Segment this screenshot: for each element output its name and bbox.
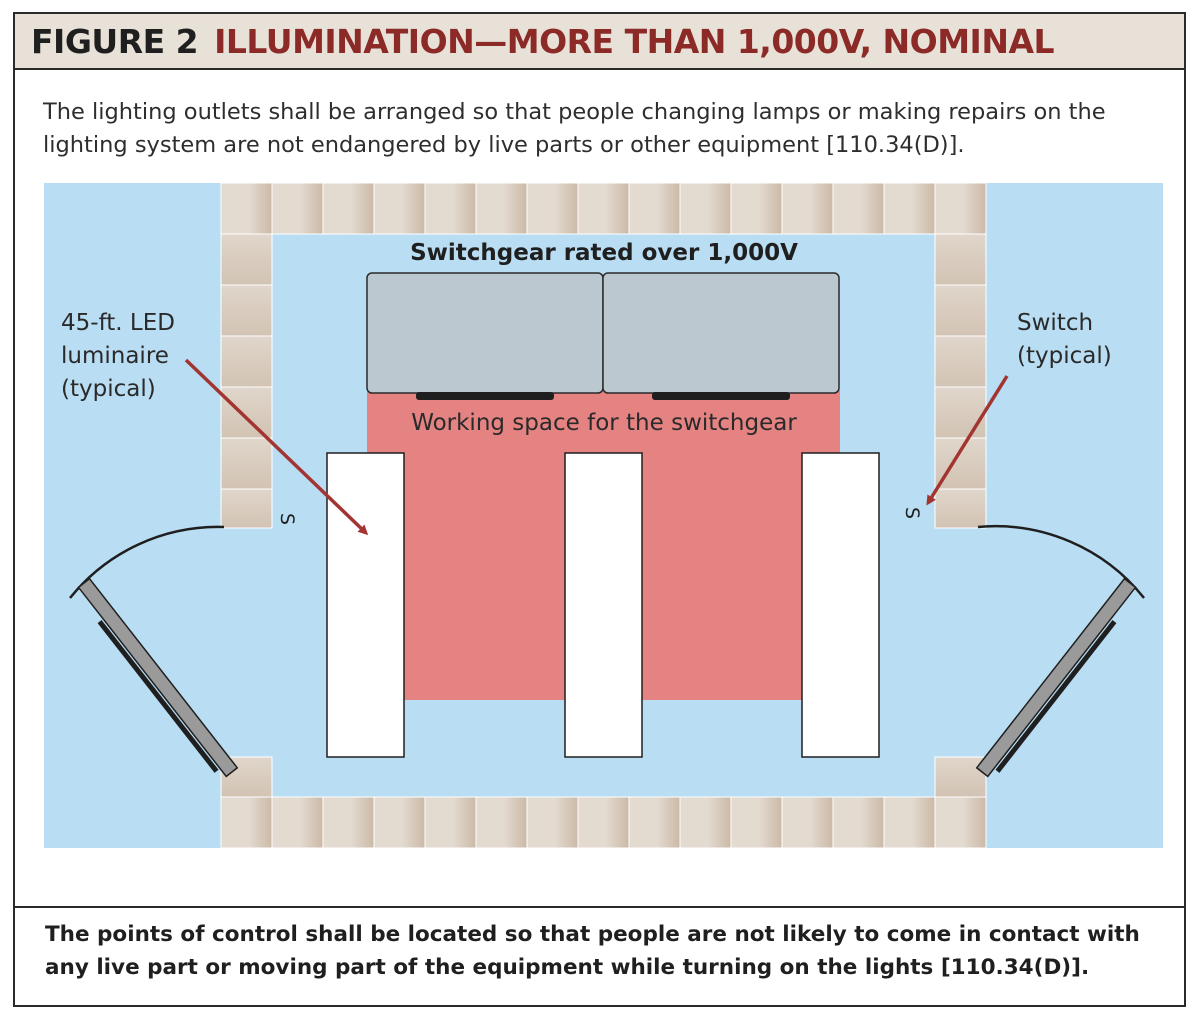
left-door-handle-bar (97, 620, 219, 773)
luminaire-left (326, 452, 405, 758)
right-door-swing-arc (977, 525, 1145, 599)
wall-block (220, 233, 273, 286)
switchgear-base-right (652, 392, 790, 400)
wall-block (577, 183, 630, 235)
wall-block (883, 796, 936, 848)
switch-symbol-left: S (276, 513, 298, 525)
divider (15, 906, 1184, 908)
wall-block (628, 796, 681, 848)
wall-block (526, 183, 579, 235)
wall-block (220, 488, 273, 529)
luminaire-center (564, 452, 643, 758)
wall-block (220, 796, 273, 848)
left-door (69, 525, 239, 778)
right-door (975, 525, 1145, 778)
wall-block (781, 796, 834, 848)
wall-block (271, 183, 324, 235)
working-space-label: Working space for the switchgear (411, 410, 797, 436)
wall-block (832, 796, 885, 848)
wall-block (526, 796, 579, 848)
wall-block (322, 796, 375, 848)
wall-block (679, 183, 732, 235)
luminaire-callout-line-1: 45-ft. LED (61, 310, 175, 336)
switchgear-left (366, 272, 604, 394)
wall-block (220, 183, 273, 235)
wall-block (220, 756, 273, 798)
wall-block (220, 335, 273, 388)
switch-callout: Switch (typical) (1017, 310, 1112, 369)
switchgear-right (602, 272, 840, 394)
wall-block (730, 796, 783, 848)
switchgear-base-left (416, 392, 554, 400)
figure-label: FIGURE 2 (31, 21, 199, 61)
switch-callout-line-1: Switch (1017, 310, 1093, 336)
top-wall (220, 183, 987, 235)
luminaire-callout-line-2: luminaire (61, 343, 169, 369)
left-wall (220, 233, 273, 798)
luminaire-right (801, 452, 880, 758)
right-wall (934, 233, 987, 798)
bottom-wall (220, 796, 987, 848)
left-door-leaf (77, 577, 239, 778)
wall-block (934, 488, 987, 529)
switch-callout-line-2: (typical) (1017, 343, 1112, 369)
wall-block (934, 335, 987, 388)
right-door-leaf (975, 577, 1137, 778)
wall-block (271, 796, 324, 848)
wall-block (934, 796, 987, 848)
figure-header: FIGURE 2 ILLUMINATION—MORE THAN 1,000V, … (15, 14, 1184, 70)
wall-block (628, 183, 681, 235)
wall-block (934, 386, 987, 439)
wall-block (730, 183, 783, 235)
figure-title: ILLUMINATION—MORE THAN 1,000V, NOMINAL (214, 21, 1055, 61)
intro-text: The lighting outlets shall be arranged s… (43, 99, 1106, 158)
switch-symbol-right: S (901, 507, 923, 519)
right-door-handle-bar (995, 620, 1117, 773)
wall-block (220, 284, 273, 337)
wall-block (934, 756, 987, 798)
footer-text: The points of control shall be located s… (45, 922, 1140, 980)
wall-block (577, 796, 630, 848)
wall-block (322, 183, 375, 235)
wall-block (934, 183, 987, 235)
wall-block (475, 183, 528, 235)
switchgear-label: Switchgear rated over 1,000V (410, 240, 798, 266)
luminaire-callout-arrow (184, 358, 369, 536)
wall-block (934, 233, 987, 286)
wall-block (424, 796, 477, 848)
wall-block (781, 183, 834, 235)
wall-block (220, 386, 273, 439)
wall-block (832, 183, 885, 235)
wall-block (220, 437, 273, 490)
wall-block (934, 284, 987, 337)
wall-block (883, 183, 936, 235)
wall-block (475, 796, 528, 848)
switch-callout-arrow (926, 375, 1009, 506)
luminaire-callout-line-3: (typical) (61, 376, 156, 402)
wall-block (679, 796, 732, 848)
wall-block (373, 796, 426, 848)
luminaire-callout: 45-ft. LED luminaire (typical) (61, 310, 182, 402)
room-diagram: Switchgear rated over 1,000V Working spa… (44, 183, 1163, 848)
wall-block (373, 183, 426, 235)
wall-block (424, 183, 477, 235)
